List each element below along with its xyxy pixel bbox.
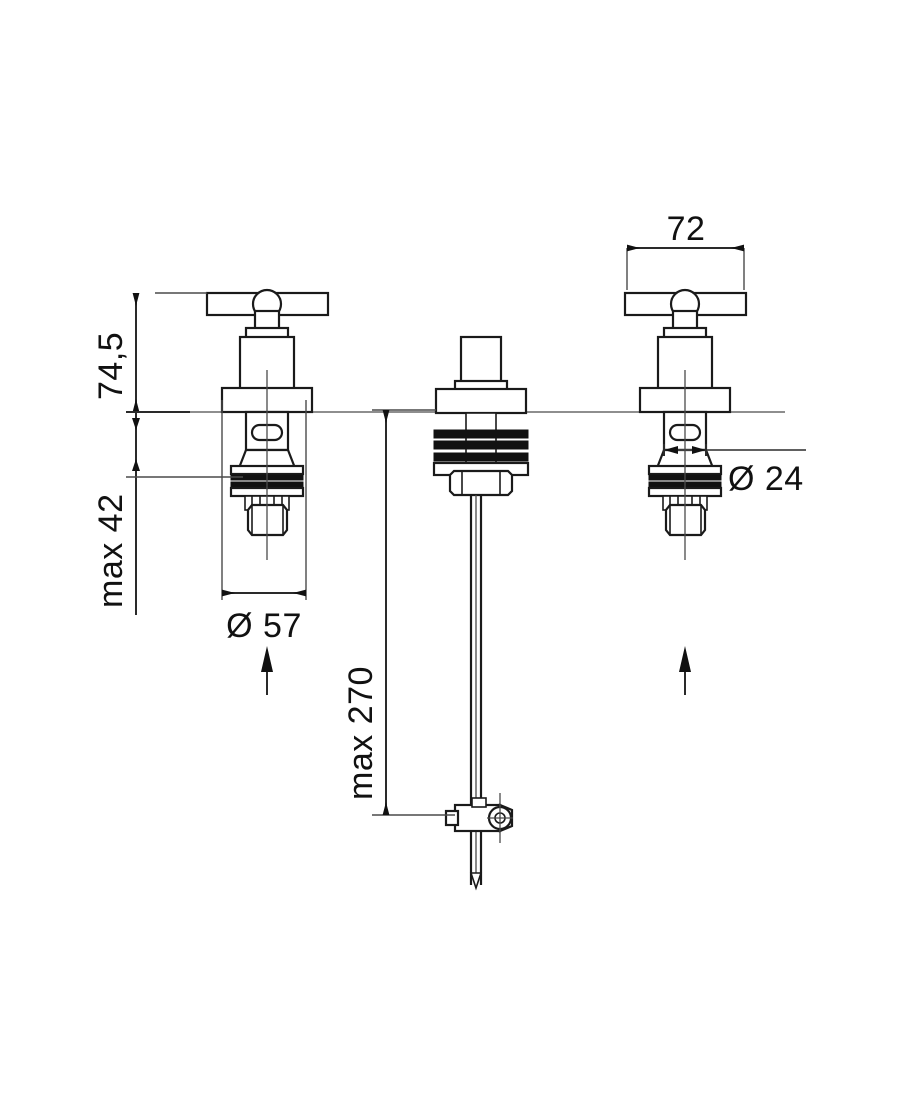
dimension-74-5-label: 74,5: [92, 332, 130, 400]
dimension-72: 72: [626, 210, 745, 290]
dimension-72-label: 72: [667, 210, 706, 248]
dimension-diameter-24-label: Ø 24: [728, 460, 804, 498]
dimension-diameter-24: Ø 24: [663, 444, 806, 695]
flow-arrow-left-icon: [261, 646, 273, 695]
dimension-74-5: 74,5: [92, 292, 207, 413]
dimension-diameter-57-label: Ø 57: [226, 607, 302, 645]
dimension-diameter-57: Ø 57: [221, 400, 307, 695]
center-popup-waste-assembly: [432, 335, 530, 891]
left-handle-assembly: [205, 288, 330, 560]
dimension-max-42-label: max 42: [92, 494, 130, 609]
flow-arrow-right-icon: [679, 646, 691, 695]
right-handle-assembly: [623, 288, 748, 560]
dimension-max-42: max 42: [92, 412, 243, 615]
dimension-max-270-label: max 270: [342, 666, 380, 800]
dimension-max-270: max 270: [342, 409, 455, 816]
